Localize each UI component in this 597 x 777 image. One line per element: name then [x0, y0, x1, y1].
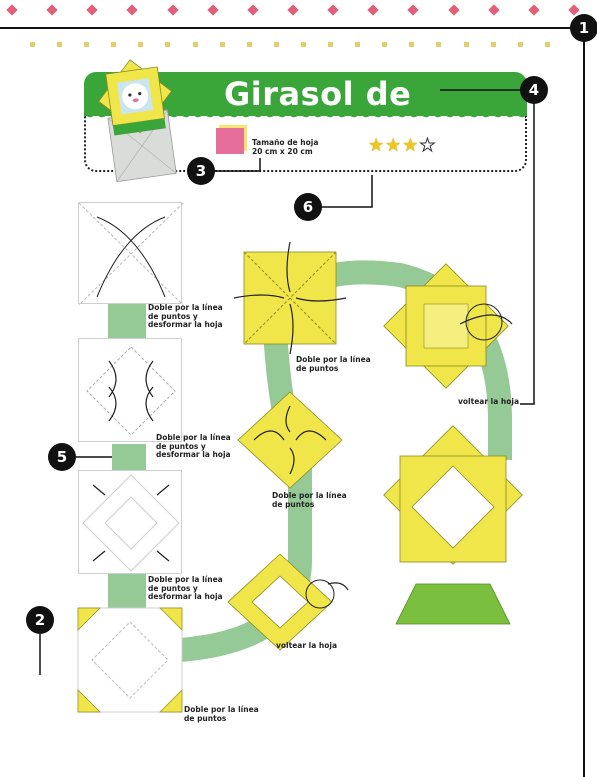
paper-swatch: [216, 128, 244, 154]
step-label-4: Doble por la línea de puntos: [184, 705, 259, 723]
step-label-6: Doble por la línea de puntos: [272, 491, 347, 509]
flip-arrow-icon: [459, 314, 513, 325]
paper-size-value: 20 cm x 20 cm: [252, 147, 313, 156]
step-panel-5: [233, 241, 347, 355]
star-icon: ★: [419, 135, 437, 157]
step-label-3: Doble por la línea de puntos y desformar…: [148, 575, 223, 601]
step-panel-4: [77, 607, 183, 713]
fold-arrow-icon: [78, 202, 184, 306]
callout-2: 2: [26, 606, 54, 634]
star-icon: ★: [385, 135, 403, 156]
callout-4: 4: [520, 76, 548, 104]
dotted-decoration: [30, 42, 550, 47]
step-panel-1: [78, 202, 184, 306]
step-panel-2: [78, 338, 182, 442]
step-label-8: voltear la hoja: [458, 397, 520, 406]
step-label-5: Doble por la línea de puntos: [296, 355, 371, 373]
callout-6: 6: [294, 193, 322, 221]
step-panel-3: [78, 470, 182, 574]
flip-arrow-icon: [327, 582, 349, 591]
step-label-7: voltear la hoja: [276, 641, 338, 650]
step-panel-7: [227, 553, 349, 651]
info-box: [84, 116, 527, 172]
top-border-line: [0, 27, 590, 29]
step-panel-6: [237, 391, 343, 489]
callout-3: 3: [187, 157, 215, 185]
crease-lines-icon: [82, 474, 180, 572]
right-border-line: [583, 28, 585, 777]
star-icon: ★: [368, 135, 386, 156]
finished-model-thumbnail: [98, 59, 177, 183]
step-panel-8: [383, 263, 513, 389]
callout-1: 1: [570, 14, 597, 42]
banner-scallop: [84, 112, 527, 120]
step-label-2: Doble por la línea de puntos y desformar…: [156, 433, 231, 459]
step-label-1: Doble por la línea de puntos y desformar…: [148, 303, 223, 329]
final-sunflower-frame: [383, 425, 523, 625]
paper-size-label: Tamaño de hoja: [252, 138, 319, 147]
crease-lines-icon: [86, 346, 176, 436]
star-icon: ★: [402, 135, 420, 156]
callout-5: 5: [48, 443, 76, 471]
difficulty-rating: ★★★★: [368, 135, 437, 157]
